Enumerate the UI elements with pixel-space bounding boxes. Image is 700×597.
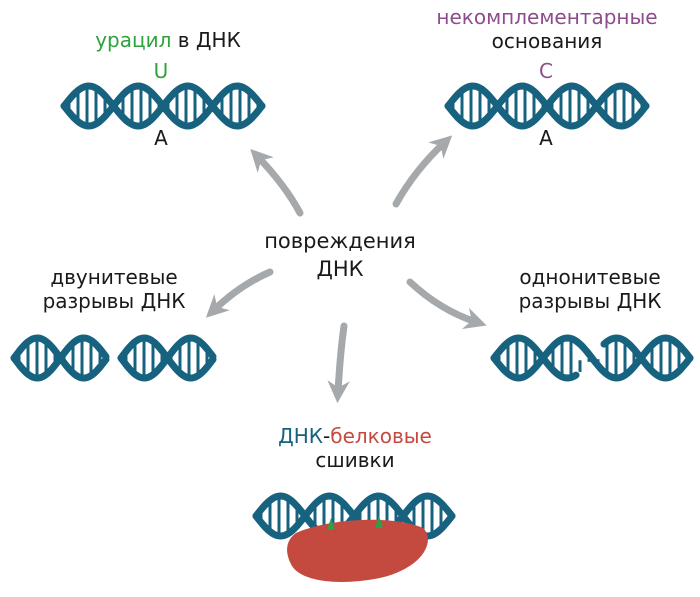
arrows	[205, 135, 487, 404]
arrow-to-ssb	[406, 278, 487, 330]
dna-strand-a	[490, 334, 694, 382]
dna-helix-ssb	[490, 334, 694, 382]
dsb-label-line1: двунитевые	[50, 265, 177, 289]
crosslink-word-dna: ДНК	[278, 424, 323, 448]
mismatch-block: некомплементарные основания C A	[436, 5, 657, 150]
dna-strand-b	[490, 334, 694, 382]
crosslink-block: ДНК-белковые сшивки	[252, 424, 456, 582]
dsb-block: двунитевые разрывы ДНК	[10, 265, 217, 382]
crosslink-word-protein: белковые	[330, 424, 432, 448]
uracil-label: урацил в ДНК	[95, 28, 241, 52]
mismatch-label-line1: некомплементарные	[436, 5, 657, 29]
uracil-label-rest: в ДНК	[171, 28, 240, 52]
dna-strand-b	[117, 334, 217, 382]
dna-strand-b	[60, 82, 266, 130]
arrow-to-uracil	[250, 148, 304, 217]
ssb-label-line1: однонитевые	[519, 265, 660, 289]
arrow-to-crosslink	[327, 322, 350, 404]
protein-blob	[287, 519, 428, 582]
dna-helix-dsb-right	[117, 334, 217, 382]
dna-helix-uracil	[60, 82, 266, 130]
crosslink-bond-right	[375, 516, 383, 528]
mismatch-label-line2: основания	[492, 29, 603, 53]
uracil-bottom-base: A	[154, 126, 168, 150]
center-label-line2: ДНК	[316, 257, 363, 281]
uracil-word: урацил	[95, 28, 171, 52]
dna-helix-dsb-left	[10, 334, 110, 382]
center-label-line1: повреждения	[264, 229, 416, 253]
uracil-block: урацил в ДНК U A	[60, 28, 266, 150]
ssb-block: однонитевые разрывы ДНК	[490, 265, 694, 382]
dna-strand-b	[444, 82, 650, 130]
arrow-to-mismatch	[392, 135, 453, 208]
dna-strand-b	[10, 334, 110, 382]
arrow-to-dsb	[205, 268, 274, 318]
crosslink-bond-left	[327, 518, 335, 530]
crosslink-label-line1: ДНК-белковые	[278, 424, 432, 448]
crosslink-label-line2: сшивки	[315, 448, 394, 472]
ssb-label-line2: разрывы ДНК	[519, 289, 662, 313]
dna-helix-mismatch	[444, 82, 650, 130]
mismatch-bottom-base: A	[539, 126, 553, 150]
dsb-label-line2: разрывы ДНК	[43, 289, 186, 313]
mismatch-top-base: C	[539, 59, 553, 83]
crosslink-dash: -	[323, 424, 330, 448]
uracil-top-base: U	[154, 59, 169, 83]
